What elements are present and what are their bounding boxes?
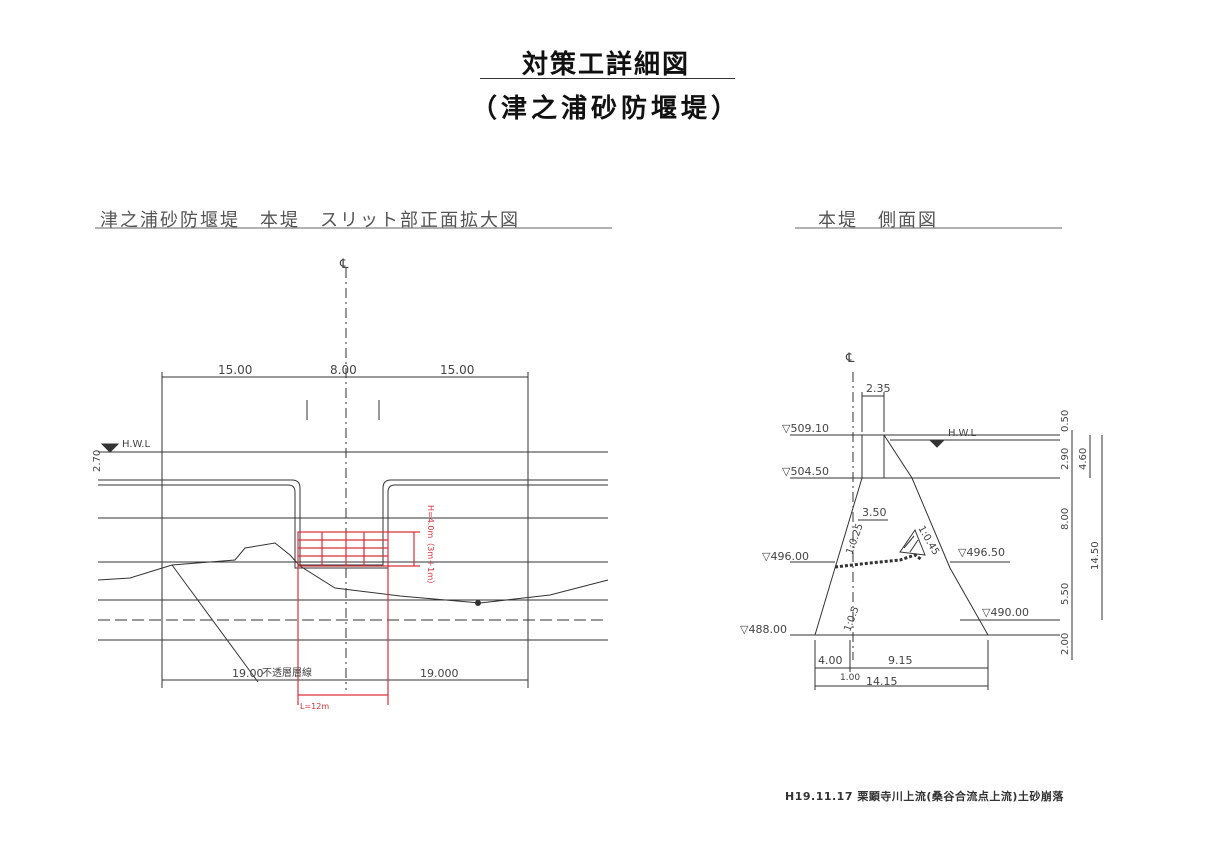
dim-550-label: 5.50 [1060, 583, 1071, 605]
dim-bottom-right: 19.000 [420, 667, 459, 680]
dim-bottom-left: 19.00 [232, 667, 264, 680]
slit-reinforcement [297, 531, 420, 705]
elev-504-label: ▽504.50 [782, 465, 829, 478]
hwl-marker [100, 443, 120, 453]
elev-509-label: ▽509.10 [782, 422, 829, 435]
base-dim-915: 9.15 [888, 654, 913, 667]
drawing-subtitle: （津之浦砂防堰堤） [470, 94, 741, 124]
hatch-2 [909, 539, 919, 553]
inner-width-label: 3.50 [862, 506, 887, 519]
side-hwl-label: H.W.L [948, 428, 976, 439]
front-hwl-label: H.W.L [122, 439, 150, 450]
hatch-1 [903, 535, 915, 549]
elev-496-50-label: ▽496.50 [958, 546, 1005, 559]
dim-290-label: 2.90 [1060, 448, 1071, 470]
foundation-diagonal [171, 564, 259, 683]
side-view [790, 372, 1103, 690]
dim-460-label: 4.60 [1078, 448, 1089, 470]
side-centerline-label: ℄ [845, 351, 855, 366]
title-underline [480, 78, 735, 79]
freeboard-label: 2.70 [92, 450, 103, 472]
base-dim-100: 1.00 [840, 673, 860, 683]
front-view-caption: 津之浦砂防堰堤 本堤 スリット部正面拡大図 [100, 210, 520, 231]
dim-200-label: 2.00 [1060, 633, 1071, 655]
base-dim-400: 4.00 [818, 654, 843, 667]
ground-point [475, 600, 481, 606]
front-view [97, 268, 609, 690]
slit-block [297, 531, 389, 567]
elev-488-label: ▽488.00 [740, 623, 787, 636]
foundation-label: 不透層層線 [262, 666, 312, 679]
footer-note: H19.11.17 栗顕寺川上流(桑谷合流点上流)土砂崩落 [785, 790, 1064, 803]
dam-crest-outline-inner [98, 484, 608, 569]
crest-width-label: 2.35 [866, 382, 891, 395]
riprap-line [834, 553, 923, 569]
drawing-title: 対策工詳細図 [521, 50, 690, 80]
base-dim-1415: 14.15 [866, 675, 898, 688]
side-view-caption: 本堤 側面図 [818, 210, 938, 231]
elev-490-label: ▽490.00 [982, 606, 1029, 619]
front-centerline-label: ℄ [339, 257, 349, 272]
dim-1450-label: 14.50 [1090, 541, 1101, 570]
dim-right-15: 15.00 [440, 363, 474, 377]
dim-800-label: 8.00 [1060, 508, 1071, 530]
ground-profile [97, 542, 609, 604]
side-hwl-marker [928, 439, 946, 448]
dam-section-outline [814, 434, 989, 636]
slit-length-label: L=12m [300, 702, 329, 711]
dim-050-label: 0.50 [1060, 410, 1071, 432]
elev-496-label: ▽496.00 [762, 550, 809, 563]
dim-center-8: 8.00 [330, 363, 357, 377]
red-height-note: H=4.0m（3m＋1ｍ） [426, 505, 435, 588]
dim-left-15: 15.00 [218, 363, 252, 377]
slope-base-label: 1:0.5 [842, 605, 861, 633]
hatched-block [899, 528, 926, 556]
dam-crest-outline [98, 479, 608, 566]
